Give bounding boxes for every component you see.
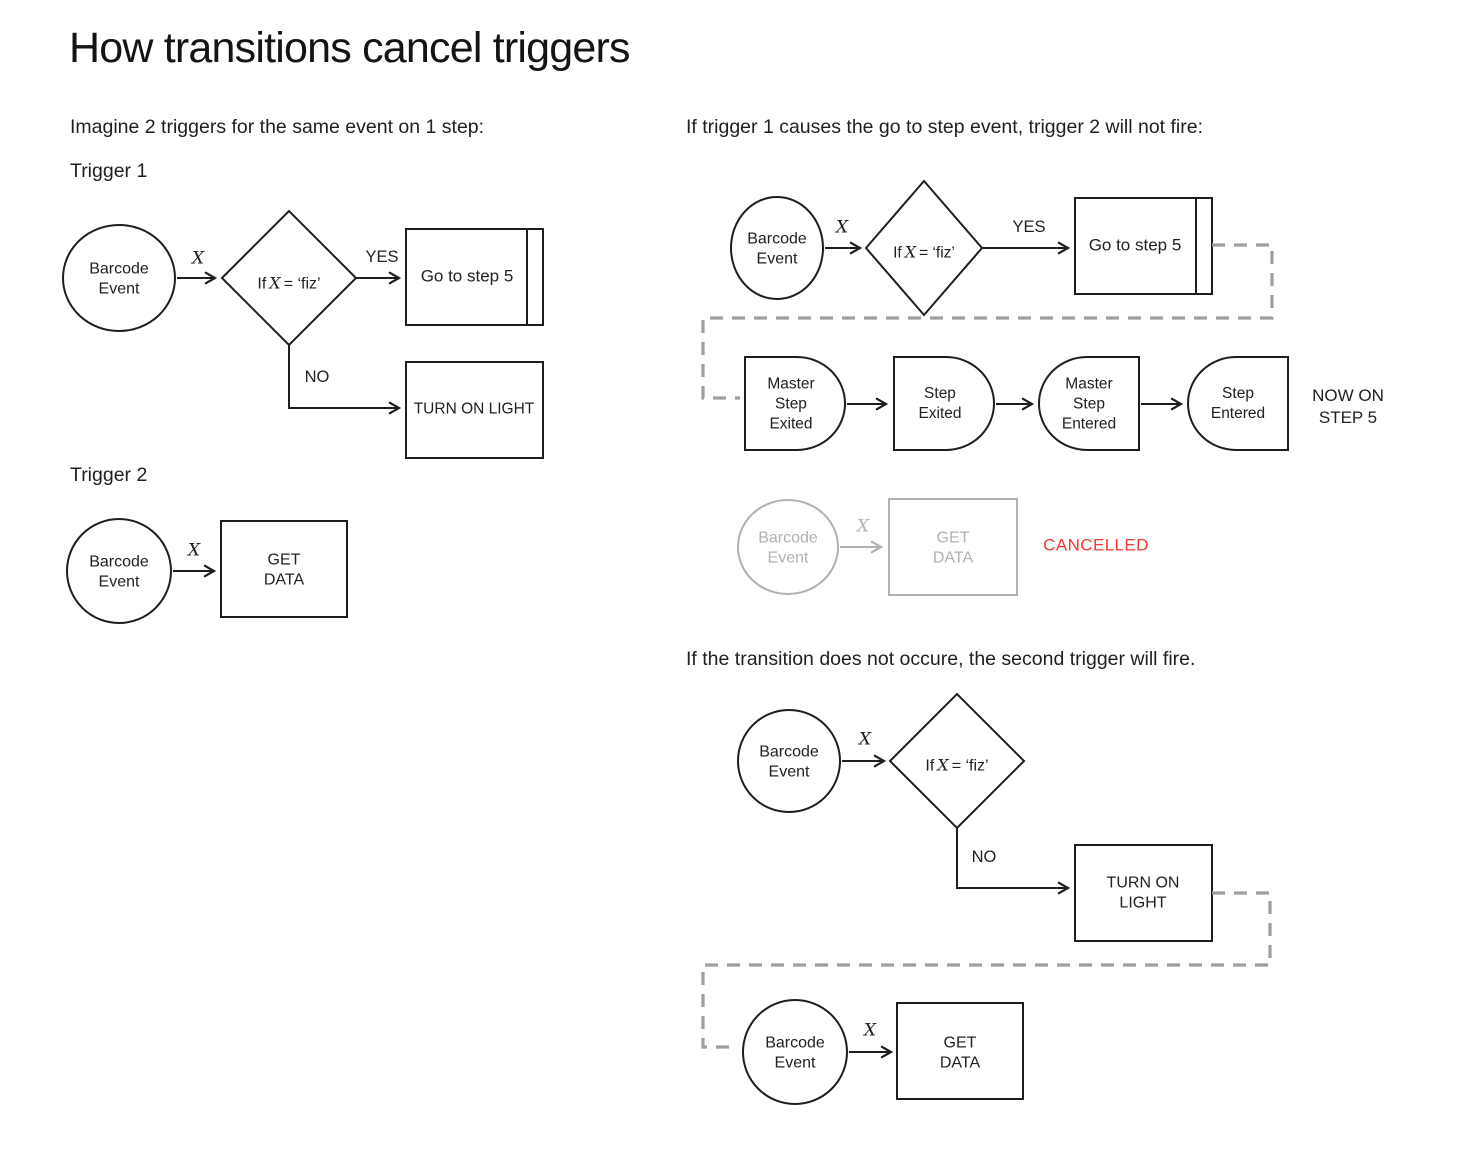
condition-var: X xyxy=(904,242,917,262)
condition-prefix: If xyxy=(893,244,902,262)
notfired-barcode-circle xyxy=(737,709,841,813)
fired-event-arg-label: X xyxy=(835,217,849,238)
fired-yes-label: YES xyxy=(1012,217,1046,236)
cancelled-getdata-label: GET DATA xyxy=(932,529,974,566)
trigger1-goto-box xyxy=(405,228,544,326)
trigger1-barcode-circle xyxy=(62,224,176,332)
trigger2-barcode-circle xyxy=(66,518,172,624)
notfired-transition-dashed-path xyxy=(701,891,1272,1049)
condition-var: X xyxy=(937,755,949,775)
condition-suffix: = ‘fiz’ xyxy=(919,244,955,262)
second-trigger-event-arg-label: X xyxy=(863,1020,877,1041)
lifecycle-step-entered-shape xyxy=(1187,356,1289,451)
cancelled-getdata-box xyxy=(888,498,1018,596)
cancelled-status-label: CANCELLED xyxy=(1043,535,1149,555)
lifecycle-master-step-entered-label: Master Step Entered xyxy=(1061,375,1117,432)
condition-var: X xyxy=(269,273,281,293)
left-intro-text: Imagine 2 triggers for the same event on… xyxy=(70,116,485,138)
second-trigger-barcode-label: Barcode Event xyxy=(765,1034,825,1071)
notfired-no-arrow xyxy=(956,828,1068,888)
trigger1-label: Trigger 1 xyxy=(70,160,148,182)
trigger1-light-label: TURN ON LIGHT xyxy=(413,400,535,418)
trigger2-getdata-label: GET DATA xyxy=(263,551,305,588)
condition-prefix: If xyxy=(257,275,267,293)
trigger1-no-arrow xyxy=(288,345,399,408)
trigger2-label: Trigger 2 xyxy=(70,464,148,486)
second-trigger-getdata-label: GET DATA xyxy=(939,1034,981,1071)
fired-barcode-circle xyxy=(730,196,824,300)
trigger1-light-box xyxy=(405,361,544,459)
trigger1-yes-label: YES xyxy=(365,247,399,266)
fired-goto-label: Go to step 5 xyxy=(1088,235,1182,255)
trigger1-goto-label: Go to step 5 xyxy=(420,266,514,286)
lifecycle-step-exited-shape xyxy=(893,356,995,451)
caption-not-fired: If the transition does not occure, the s… xyxy=(686,648,1196,670)
cancelled-barcode-circle xyxy=(737,499,839,595)
fired-barcode-label: Barcode Event xyxy=(747,230,807,267)
page-title: How transitions cancel triggers xyxy=(69,24,631,72)
trigger1-event-arg-label: X xyxy=(191,248,205,269)
fired-transition-dashed-path xyxy=(701,243,1274,400)
notfired-light-label: TURN ON LIGHT xyxy=(1106,874,1180,911)
cancelled-barcode-label: Barcode Event xyxy=(758,529,818,566)
condition-suffix: = ‘fiz’ xyxy=(283,275,321,293)
condition-prefix: If xyxy=(925,757,935,775)
notfired-light-box xyxy=(1074,844,1213,942)
lifecycle-master-step-entered-shape xyxy=(1038,356,1140,451)
trigger2-getdata-box xyxy=(220,520,348,618)
second-trigger-getdata-box xyxy=(896,1002,1024,1100)
now-on-step5-label: NOW ON STEP 5 xyxy=(1312,385,1384,427)
notfired-no-label: NO xyxy=(971,847,997,866)
lifecycle-step-entered-label: Step Entered xyxy=(1210,385,1266,422)
lifecycle-master-step-exited-label: Master Step Exited xyxy=(767,375,815,432)
condition-suffix: = ‘fiz’ xyxy=(951,757,989,775)
lifecycle-master-step-exited-shape xyxy=(744,356,846,451)
notfired-event-arg-label: X xyxy=(858,729,872,750)
trigger1-barcode-label: Barcode Event xyxy=(89,260,149,297)
trigger2-event-arg-label: X xyxy=(187,540,201,561)
trigger1-no-label: NO xyxy=(304,367,330,386)
second-trigger-barcode-circle xyxy=(742,999,848,1105)
cancelled-event-arg-label: X xyxy=(856,516,870,537)
lifecycle-step-exited-label: Step Exited xyxy=(918,385,962,422)
notfired-barcode-label: Barcode Event xyxy=(759,743,819,780)
notfired-condition-diamond xyxy=(888,692,1026,830)
caption-fired: If trigger 1 causes the go to step event… xyxy=(686,116,1204,138)
trigger2-barcode-label: Barcode Event xyxy=(89,553,149,590)
